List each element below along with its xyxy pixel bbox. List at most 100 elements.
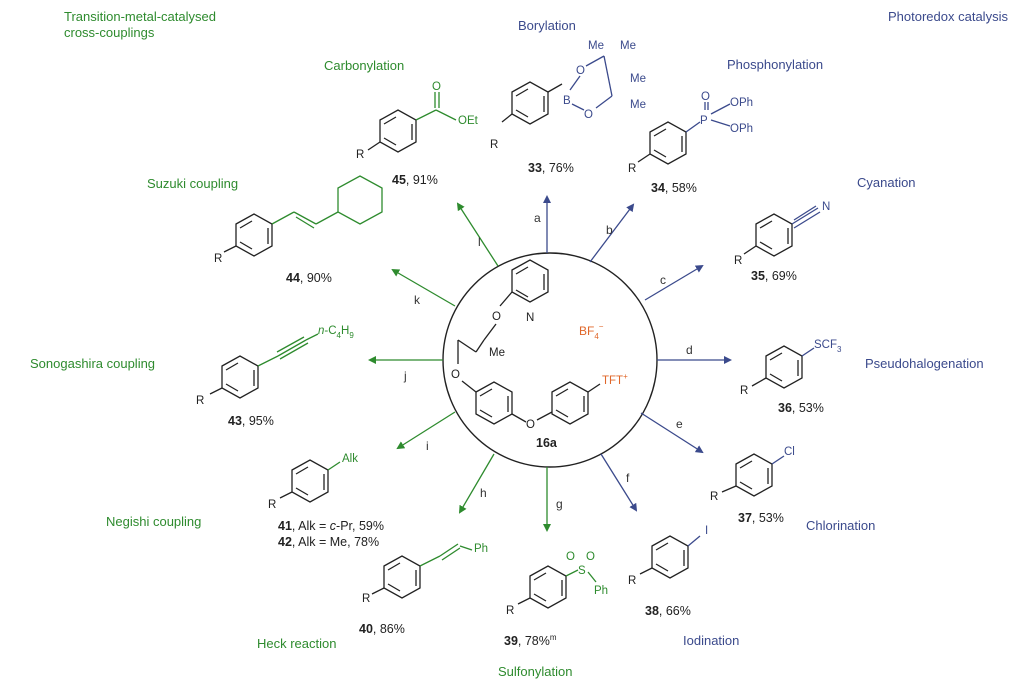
caption-33: 33, 76% (528, 161, 574, 175)
r-37: R (710, 491, 718, 503)
header-tm-line2: cross-couplings (64, 25, 155, 40)
caption-41: 41, Alk = c-Pr, 59% (278, 519, 384, 533)
caption-43: 43, 95% (228, 414, 274, 428)
arrow-c (644, 264, 704, 301)
name-heck: Heck reaction (257, 636, 336, 651)
center-o3: O (526, 419, 535, 431)
center-tft: TFT+ (602, 372, 628, 387)
letter-k: k (414, 293, 421, 307)
me-33-4: Me (630, 99, 646, 111)
caption-36: 36, 53% (778, 401, 824, 415)
o-34: O (701, 91, 710, 103)
arrow-i (396, 411, 456, 450)
caption-39: 39, 78%m (504, 633, 557, 648)
caption-40: 40, 86% (359, 622, 405, 636)
center-n: N (526, 312, 534, 324)
r-40: R (362, 593, 370, 605)
product-39: R S O O Ph 39, 78%m (504, 551, 608, 648)
scf3-36: SCF3 (814, 339, 842, 354)
caption-44: 44, 90% (286, 271, 332, 285)
letter-i: i (426, 439, 429, 453)
product-45: R O OEt 45, 91% (356, 81, 479, 187)
name-carbonylation: Carbonylation (324, 58, 404, 73)
letter-l: l (478, 235, 481, 249)
o-39-1: O (566, 551, 575, 563)
r-41: R (268, 499, 276, 511)
product-34: R P O OPh OPh 34, 58% (628, 91, 753, 195)
alk-41: Alk (342, 453, 358, 465)
header-tm-line1: Transition-metal-catalysed (64, 9, 216, 24)
arrows (368, 195, 732, 532)
r-34: R (628, 163, 636, 175)
name-phosphonylation: Phosphonylation (727, 57, 823, 72)
caption-37: 37, 53% (738, 511, 784, 525)
oet-45: OEt (458, 115, 479, 127)
name-sonogashira: Sonogashira coupling (30, 356, 155, 371)
name-cyanation: Cyanation (857, 175, 916, 190)
name-negishi: Negishi coupling (106, 514, 201, 529)
r-39: R (506, 605, 514, 617)
name-pseudohalogenation: Pseudohalogenation (865, 356, 984, 371)
molecule-16a: N O Me O O TFT+ BF4− 16a (451, 259, 628, 450)
oph-34-1: OPh (730, 97, 753, 109)
r-36: R (740, 385, 748, 397)
o-39-2: O (586, 551, 595, 563)
product-41-42: R Alk 41, Alk = c-Pr, 59% 42, Alk = Me, … (268, 453, 384, 549)
nc4h9-43: n-C4H9 (318, 325, 354, 340)
arrow-k (391, 268, 456, 307)
letter-g: g (556, 497, 563, 511)
o-33-top: O (576, 65, 585, 77)
product-44: R 44, 90% (214, 175, 383, 285)
product-36: R SCF3 36, 53% (740, 339, 842, 415)
product-40: R Ph 40, 86% (359, 543, 488, 636)
letter-c: c (660, 273, 666, 287)
arrow-h (458, 453, 495, 514)
caption-42: 42, Alk = Me, 78% (278, 535, 379, 549)
name-sulfonylation: Sulfonylation (498, 664, 572, 679)
o-45: O (432, 81, 441, 93)
name-iodination: Iodination (683, 633, 739, 648)
arrow-b (589, 203, 635, 263)
caption-45: 45, 91% (392, 173, 438, 187)
r-33: R (490, 139, 498, 151)
header-photoredox: Photoredox catalysis (888, 9, 1008, 24)
me-33-1: Me (588, 40, 604, 52)
center-me: Me (489, 347, 505, 359)
p-34: P (700, 115, 708, 127)
product-35: R N 35, 69% (734, 201, 830, 283)
cl-37: Cl (784, 446, 795, 458)
r-35: R (734, 255, 742, 267)
letter-h: h (480, 486, 487, 500)
counterion: BF4− (579, 322, 604, 341)
arrow-l (456, 202, 499, 267)
compound-16a: 16a (536, 436, 558, 450)
letter-j: j (403, 369, 407, 383)
product-38: R I 38, 66% (628, 525, 708, 618)
n-35: N (822, 201, 830, 213)
o-33-bot: O (584, 109, 593, 121)
letter-b: b (606, 223, 613, 237)
me-33-2: Me (620, 40, 636, 52)
product-43: R n-C4H9 43, 95% (196, 325, 354, 428)
name-chlorination: Chlorination (806, 518, 875, 533)
arrow-e (640, 412, 704, 454)
s-39: S (578, 565, 586, 577)
center-o1: O (492, 311, 501, 323)
i-38: I (705, 525, 708, 537)
caption-38: 38, 66% (645, 604, 691, 618)
product-33: R B O O Me Me Me Me 33, 76% (490, 40, 646, 175)
caption-34: 34, 58% (651, 181, 697, 195)
r-38: R (628, 575, 636, 587)
center-o2: O (451, 369, 460, 381)
oph-34-2: OPh (730, 123, 753, 135)
r-43: R (196, 395, 204, 407)
letter-d: d (686, 343, 693, 357)
center-circle (442, 252, 658, 468)
caption-35: 35, 69% (751, 269, 797, 283)
product-37: R Cl 37, 53% (710, 446, 795, 525)
letter-f: f (626, 471, 630, 485)
name-suzuki: Suzuki coupling (147, 176, 238, 191)
letter-a: a (534, 211, 541, 225)
ph-40: Ph (474, 543, 488, 555)
